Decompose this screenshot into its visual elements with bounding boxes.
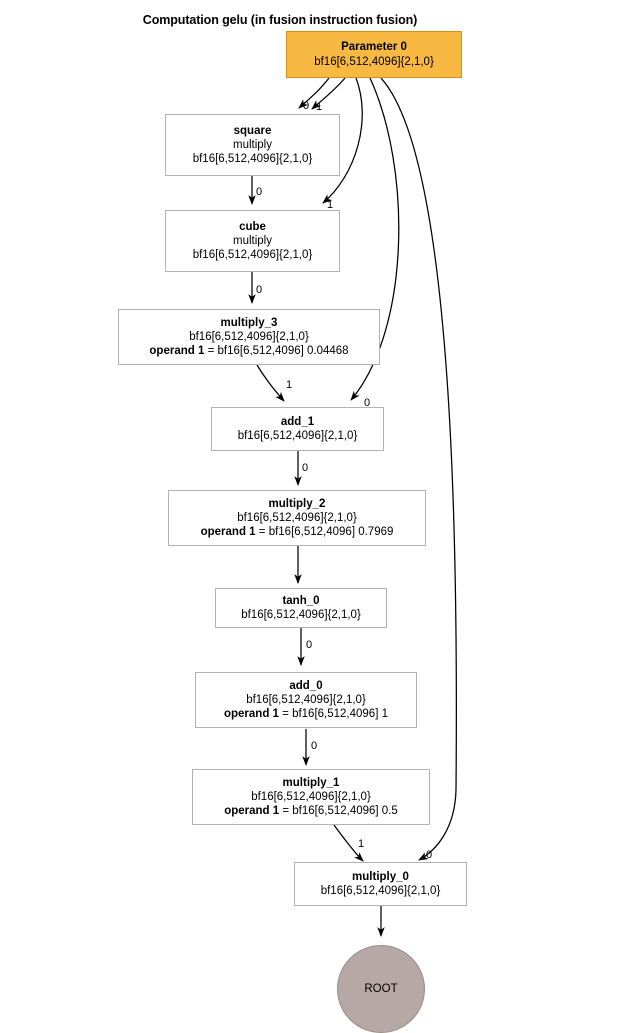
- node-add-0-operand: operand 1 = bf16[6,512,4096] 1: [224, 707, 388, 721]
- node-tanh-0[interactable]: tanh_0 bf16[6,512,4096]{2,1,0}: [215, 588, 387, 628]
- node-add-1-shape: bf16[6,512,4096]{2,1,0}: [237, 430, 358, 442]
- node-multiply-3[interactable]: multiply_3 bf16[6,512,4096]{2,1,0} opera…: [118, 309, 380, 365]
- edge-label-multiply-3-to-add-1: 1: [286, 379, 293, 391]
- edge-label-parameter-0-to-square-0: 0: [303, 100, 310, 112]
- graph-title: Computation gelu (in fusion instruction …: [142, 13, 418, 27]
- node-multiply-1-operand-label: operand 1: [224, 805, 280, 817]
- node-multiply-3-shape: bf16[6,512,4096]{2,1,0}: [189, 330, 309, 343]
- edge-label-parameter-0-to-square-1: 1: [316, 101, 323, 113]
- node-square-op: multiply: [233, 138, 272, 151]
- node-root[interactable]: ROOT: [337, 945, 425, 1033]
- node-cube-op: multiply: [233, 234, 272, 247]
- node-multiply-1-operand: operand 1 = bf16[6,512,4096] 0.5: [224, 804, 398, 818]
- node-tanh-0-name: tanh_0: [282, 594, 320, 607]
- node-multiply-2[interactable]: multiply_2 bf16[6,512,4096]{2,1,0} opera…: [168, 490, 426, 546]
- node-root-label: ROOT: [364, 982, 398, 995]
- node-cube-name: cube: [239, 220, 266, 233]
- node-multiply-2-operand-label: operand 1: [200, 526, 256, 538]
- node-multiply-3-operand-label: operand 1: [149, 345, 205, 357]
- edge-label-cube-to-multiply-3: 0: [256, 284, 263, 296]
- node-parameter-0-name: Parameter 0: [341, 41, 407, 54]
- edge-label-tanh-0-to-add-0: 0: [306, 639, 313, 651]
- node-square-shape: bf16[6,512,4096]{2,1,0}: [192, 153, 313, 165]
- node-multiply-2-shape: bf16[6,512,4096]{2,1,0}: [237, 511, 357, 524]
- node-multiply-1-name: multiply_1: [282, 776, 340, 789]
- node-tanh-0-shape: bf16[6,512,4096]{2,1,0}: [241, 609, 361, 621]
- node-multiply-3-name: multiply_3: [220, 316, 278, 329]
- node-multiply-0-name: multiply_0: [352, 870, 409, 883]
- edge-label-parameter-0-to-add-1: 0: [364, 397, 371, 409]
- edge-label-multiply-1-to-multiply-0: 1: [358, 838, 365, 850]
- node-multiply-0-shape: bf16[6,512,4096]{2,1,0}: [320, 885, 441, 897]
- node-cube-shape: bf16[6,512,4096]{2,1,0}: [192, 249, 313, 261]
- node-add-0-operand-value: = bf16[6,512,4096] 1: [282, 708, 388, 720]
- node-multiply-0[interactable]: multiply_0 bf16[6,512,4096]{2,1,0}: [294, 862, 467, 906]
- edge-label-add-1-to-multiply-2: 0: [302, 462, 309, 474]
- edge-label-parameter-0-to-multiply-0: 0: [426, 849, 433, 861]
- node-add-0-operand-label: operand 1: [223, 708, 279, 720]
- node-square[interactable]: square multiply bf16[6,512,4096]{2,1,0}: [165, 114, 340, 176]
- node-cube[interactable]: cube multiply bf16[6,512,4096]{2,1,0}: [165, 210, 340, 272]
- node-add-0-name: add_0: [289, 679, 323, 692]
- node-multiply-3-operand: operand 1 = bf16[6,512,4096] 0.04468: [149, 344, 348, 358]
- node-parameter-0-shape: bf16[6,512,4096]{2,1,0}: [314, 55, 434, 68]
- node-add-0[interactable]: add_0 bf16[6,512,4096]{2,1,0} operand 1 …: [195, 672, 417, 728]
- node-add-0-shape: bf16[6,512,4096]{2,1,0}: [246, 693, 366, 706]
- edge-parameter-0-to-multiply-0: [380, 77, 458, 861]
- edge-label-square-to-cube: 0: [256, 186, 263, 198]
- node-multiply-1-shape: bf16[6,512,4096]{2,1,0}: [251, 790, 371, 803]
- node-multiply-2-operand-value: = bf16[6,512,4096] 0.7969: [258, 526, 394, 538]
- edge-label-parameter-0-to-cube: 1: [327, 199, 334, 211]
- node-add-1-name: add_1: [280, 415, 315, 428]
- node-square-name: square: [233, 124, 272, 137]
- node-multiply-1[interactable]: multiply_1 bf16[6,512,4096]{2,1,0} opera…: [192, 769, 430, 825]
- node-multiply-1-operand-value: = bf16[6,512,4096] 0.5: [282, 805, 398, 817]
- node-multiply-3-operand-value: = bf16[6,512,4096] 0.04468: [207, 345, 349, 357]
- edge-multiply-3-to-add-1: [256, 364, 285, 402]
- node-multiply-2-operand: operand 1 = bf16[6,512,4096] 0.7969: [201, 525, 394, 539]
- edge-label-add-0-to-multiply-1: 0: [311, 740, 318, 752]
- node-add-1[interactable]: add_1 bf16[6,512,4096]{2,1,0}: [211, 407, 384, 451]
- node-parameter-0[interactable]: Parameter 0 bf16[6,512,4096]{2,1,0}: [286, 31, 462, 78]
- node-multiply-2-name: multiply_2: [268, 497, 326, 510]
